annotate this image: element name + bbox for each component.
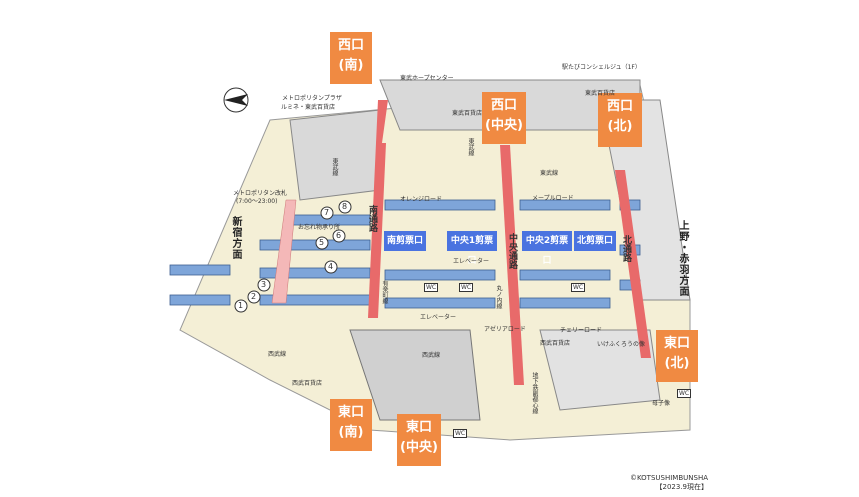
exit-east-south-line1: 東口: [337, 405, 364, 420]
direction-ueno: 上野・赤羽方面: [677, 220, 688, 297]
corridor-south-bar: [368, 143, 386, 318]
wc-icon[interactable]: WC: [571, 283, 586, 292]
exit-west-center-line1: 西口: [490, 98, 517, 113]
label-azalea-road: アゼリアロード: [484, 326, 526, 333]
platform-center-3: [384, 297, 496, 309]
compass-arrow-icon: [223, 87, 249, 113]
label-orange-road: オレンジロード: [400, 196, 443, 203]
label-lumine-tobu: ルミネ・東武百貨店: [281, 104, 336, 111]
label-cherry-road: チェリーロード: [560, 327, 603, 334]
corridor-south-label: 南通路: [367, 205, 377, 232]
exit-east-north-line2: (北): [664, 356, 690, 371]
platform-group-center: [384, 199, 611, 309]
label-tobu-hope: 東武ホープセンター: [400, 75, 454, 82]
label-lost-found: お忘れ物承り所: [298, 224, 341, 231]
label-tobu-line-right: 東武線: [540, 170, 559, 177]
platform-num-7: 7: [324, 208, 330, 217]
label-metropolitan-plaza: メトロポリタンプラザ: [282, 95, 342, 102]
exit-east-center-line1: 東口: [405, 420, 432, 435]
platform-center-1: [384, 199, 496, 211]
copyright-line1: ©KOTSUSHIMBUNSHA: [629, 474, 708, 482]
platform-center-5: [519, 269, 611, 281]
platform-center-4: [519, 199, 611, 211]
label-seibu-line-center: 西武線: [422, 352, 441, 359]
building-east-dept: [539, 329, 661, 411]
label-yurakucho: 有楽町線: [381, 280, 388, 304]
copyright-line2: 【2023.9現在】: [655, 483, 709, 491]
label-ikefukuro: いけふくろうの像: [597, 341, 646, 348]
label-tobu-line-top: 東武線: [467, 138, 474, 156]
label-boshizo: 母子像: [652, 400, 671, 407]
gate-south[interactable]: 南剪票口: [384, 231, 426, 251]
platform-num-4: 4: [328, 262, 334, 271]
exit-west-south[interactable]: 西口 (南): [330, 32, 372, 84]
exit-east-north-line1: 東口: [663, 336, 690, 351]
label-tobu-dept-top: 東武百貨店: [452, 110, 483, 117]
gate-center1[interactable]: 中央1剪票口: [447, 231, 497, 266]
gate-center2[interactable]: 中央2剪票口: [522, 231, 572, 266]
exit-west-north[interactable]: 西口 (北): [598, 93, 642, 147]
platform-num-5: 5: [319, 238, 325, 247]
wc-icon[interactable]: WC: [677, 389, 692, 398]
exit-east-north[interactable]: 東口 (北): [656, 330, 698, 382]
exit-west-south-line1: 西口: [337, 38, 364, 53]
direction-shinjuku: 新宿方面: [230, 216, 241, 260]
exit-east-south[interactable]: 東口 (南): [330, 399, 372, 451]
platform-num-2: 2: [251, 292, 257, 301]
label-elevator-bottom: エレベーター: [420, 314, 457, 321]
label-metropolitan-hours: (7:00〜23:00): [236, 198, 278, 205]
label-fukutoshin: 地下鉄副都心線: [531, 372, 538, 414]
label-elevator-top: エレベーター: [453, 258, 490, 265]
platform-num-3: 3: [261, 280, 267, 289]
building-seibu: [349, 329, 481, 421]
label-seibu-dept-left: 西武百貨店: [292, 380, 323, 387]
corridor-north-bar: [615, 170, 651, 358]
platform-num-6: 6: [336, 231, 342, 240]
platform-num-8: 8: [342, 202, 348, 211]
gate-north[interactable]: 北剪票口: [574, 231, 616, 251]
corridor-center-bar: [500, 145, 524, 385]
label-seibu-line-left: 西武線: [268, 351, 287, 358]
exit-east-south-line2: (南): [338, 425, 364, 440]
exit-east-center-line2: (中央): [400, 440, 438, 455]
exit-east-center[interactable]: 東口 (中央): [397, 414, 441, 466]
platform-left-3: [259, 239, 371, 251]
exit-west-south-line2: (南): [338, 58, 364, 73]
platform-num-1: 1: [238, 301, 244, 310]
label-seibu-dept-right: 西武百貨店: [540, 340, 571, 347]
wc-icon[interactable]: WC: [459, 283, 474, 292]
platform-left-2: [259, 267, 371, 279]
exit-west-north-line1: 西口: [606, 99, 633, 114]
label-metropolitan-gate: メトロポリタン改札: [233, 190, 288, 197]
label-tobu-line-left: 東武線: [331, 158, 338, 176]
building-west-south: [289, 109, 381, 201]
wc-icon[interactable]: WC: [453, 429, 468, 438]
corridor-center-label: 中央通路: [507, 233, 517, 269]
exit-west-center[interactable]: 西口 (中央): [482, 92, 526, 144]
platform-left-6: [169, 264, 231, 276]
wc-icon[interactable]: WC: [424, 283, 439, 292]
label-maple-road: メープルロード: [532, 195, 574, 202]
corridor-tall-center: [376, 100, 388, 143]
platform-number-markers: [234, 200, 352, 313]
exit-west-north-line2: (北): [607, 119, 633, 134]
copyright: ©KOTSUSHIMBUNSHA 【2023.9現在】: [618, 474, 708, 492]
label-concierge: 駅たびコンシェルジュ（1F）: [562, 64, 641, 71]
platform-center-6: [519, 297, 611, 309]
label-tobu-dept-right: 東武百貨店: [585, 90, 616, 97]
platform-center-2: [384, 269, 496, 281]
platform-left-5: [169, 294, 231, 306]
exit-west-center-line2: (中央): [485, 118, 523, 133]
corridor-north-label: 北通路: [621, 235, 631, 262]
pink-walkway: [271, 199, 297, 304]
label-marunouchi: 丸ノ内線: [495, 285, 502, 309]
